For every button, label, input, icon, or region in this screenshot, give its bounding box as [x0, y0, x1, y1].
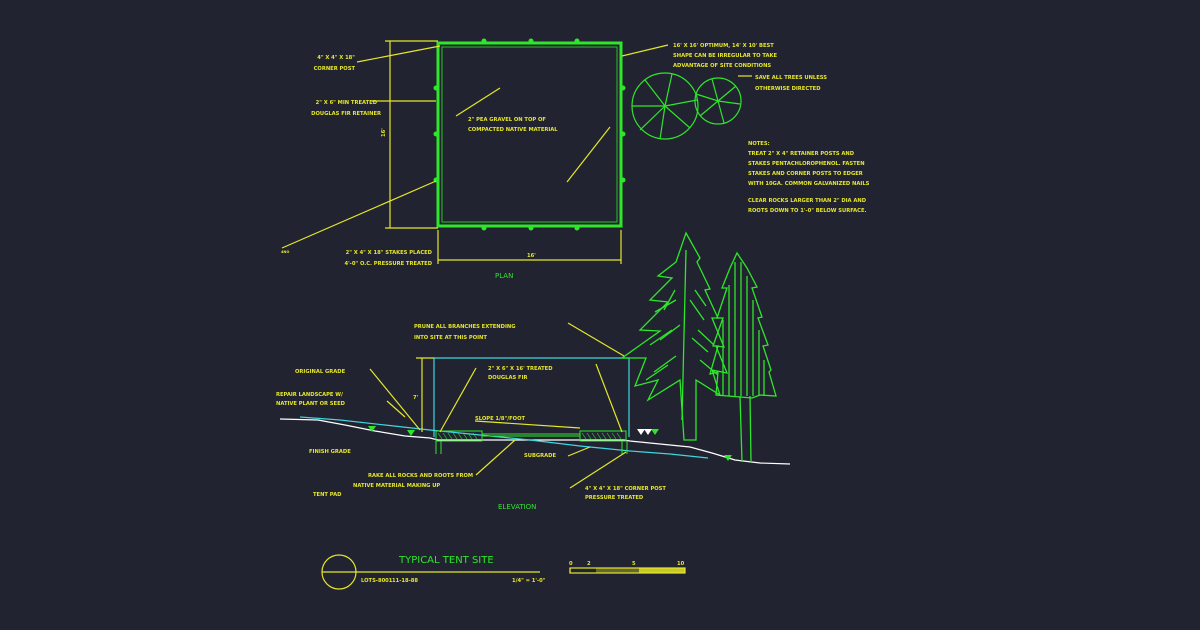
grade-markers — [368, 426, 732, 461]
callout-rake-1: RAKE ALL ROCKS AND ROOTS FROM — [368, 473, 473, 479]
notes-line-6: CLEAR ROCKS LARGER THAN 2" DIA AND — [748, 198, 867, 204]
callout-rake-2: NATIVE MATERIAL MAKING UP — [353, 483, 440, 489]
callout-trees-1: SAVE ALL TREES UNLESS — [755, 75, 827, 81]
notes-line-1: TREAT 2" X 4" RETAINER POSTS AND — [748, 151, 855, 157]
callout-tent-pad: TENT PAD — [313, 492, 342, 498]
notes-line-4: WITH 10GA. COMMON GALVANIZED NAILS — [748, 181, 870, 187]
callout-prune-2: INTO SITE AT THIS POINT — [414, 335, 487, 341]
elevation-label: ELEVATION — [498, 503, 536, 511]
height-dim: 7' — [413, 395, 419, 401]
callout-retainer-1: 2" X 6" MIN TREATED — [316, 100, 378, 106]
plan-tree-small — [694, 77, 742, 125]
callout-retainer-2: DOUGLAS FIR RETAINER — [311, 111, 381, 117]
callout-corner-post-2: CORNER POST — [314, 66, 356, 72]
callout-size-3: ADVANTAGE OF SITE CONDITIONS — [673, 63, 771, 69]
notes-line-0: NOTES: — [748, 141, 770, 147]
scale-tick-3: 10 — [677, 561, 685, 567]
plan-tree-large — [631, 72, 699, 140]
callout-stakes-1: 2" X 4" X 18" STAKES PLACED — [346, 250, 433, 256]
notes-block: NOTES: TREAT 2" X 4" RETAINER POSTS AND … — [748, 141, 870, 214]
original-grade-line — [299, 416, 709, 459]
plan-label: PLAN — [495, 272, 513, 280]
callout-corner-post-elev-1: 4" X 4" X 18" CORNER POST — [585, 486, 666, 492]
callout-corner-post-elev-2: PRESSURE TREATED — [585, 495, 644, 501]
callout-prune-1: PRUNE ALL BRANCHES EXTENDING — [414, 324, 515, 330]
plan-dim-vertical: 16' — [381, 128, 387, 137]
callout-size-2: SHAPE CAN BE IRREGULAR TO TAKE — [673, 53, 777, 59]
notes-line-7: ROOTS DOWN TO 1'-0" BELOW SURFACE. — [748, 208, 867, 214]
elevation-view: 7' PRUNE ALL BRANCHES EXTENDING INTO SIT… — [276, 231, 791, 511]
tent-pad-section — [435, 430, 628, 454]
scale-tick-0: 0 — [569, 561, 573, 567]
tent-pad-outline — [436, 41, 623, 228]
callout-fir-1: 2" X 6" X 16' TREATED — [488, 366, 553, 372]
plan-dim-horizontal: 16' — [527, 253, 536, 259]
elevation-tree-fir — [619, 231, 729, 441]
callout-repair-1: REPAIR LANDSCAPE W/ — [276, 392, 343, 398]
callout-slope: SLOPE 1/8"/FOOT — [475, 416, 525, 422]
graphic-scale-bar: 0 2 5 10 — [569, 561, 686, 574]
drawing-date: 11-18-88 — [392, 578, 418, 584]
plan-view: 16' 16' 4" X 4" X 18" CORNER POST 2" X 6… — [281, 38, 827, 280]
callout-gravel-2: COMPACTED NATIVE MATERIAL — [468, 127, 558, 133]
callout-size-1: 16' X 16' OPTIMUM, 14' X 10' BEST — [673, 43, 774, 49]
drawing-title: TYPICAL TENT SITE — [398, 555, 494, 566]
scale-tick-1: 2 — [587, 561, 591, 567]
callout-repair-2: NATIVE PLANT OR SEED — [276, 401, 346, 407]
callout-corner-post-1: 4" X 4" X 18" — [317, 55, 355, 61]
callout-fir-2: DOUGLAS FIR — [488, 375, 528, 381]
callout-trees-2: OTHERWISE DIRECTED — [755, 86, 821, 92]
callout-gravel-1: 2" PEA GRAVEL ON TOP OF — [468, 117, 546, 123]
scale-tick-2: 5 — [632, 561, 636, 567]
drawing-scale: 1/4" = 1'-0" — [512, 578, 546, 584]
callout-original-grade: ORIGINAL GRADE — [295, 369, 346, 375]
tent-envelope — [433, 357, 630, 437]
plan-stakes — [433, 38, 626, 231]
notes-line-3: STAKES AND CORNER POSTS TO EDGER — [748, 171, 863, 177]
plan-small-label: 4NO — [281, 250, 289, 254]
callout-stakes-2: 4'-0" O.C. PRESSURE TREATED — [344, 261, 432, 267]
notes-line-2: STAKES PENTACHLOROPHENOL. FASTEN — [748, 161, 865, 167]
callout-finish-grade: FINISH GRADE — [309, 449, 351, 455]
elevation-tree-pine — [709, 251, 777, 463]
title-block: TYPICAL TENT SITE LOTS-8001 11-18-88 1/4… — [321, 554, 686, 590]
drawing-code: LOTS-8001 — [361, 578, 393, 584]
callout-subgrade: SUBGRADE — [524, 453, 556, 459]
